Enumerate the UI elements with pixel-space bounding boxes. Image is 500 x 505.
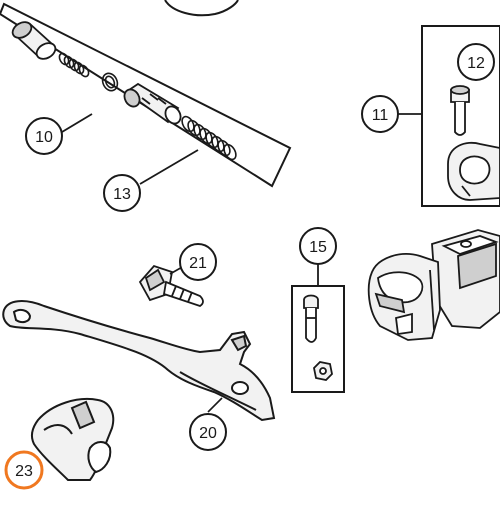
callout-label: 11 (372, 107, 389, 124)
callout-23-highlighted[interactable]: 23 (4, 450, 44, 490)
callout-10[interactable]: 10 (25, 117, 63, 155)
leader-13 (139, 149, 199, 185)
callout-label: 13 (113, 186, 131, 203)
leader-20 (207, 397, 223, 413)
callout-label: 20 (199, 425, 217, 442)
callout-label: 23 (15, 463, 33, 480)
callout-20[interactable]: 20 (189, 413, 227, 451)
clamp-half-part (447, 142, 500, 201)
pivot-nut-part (313, 361, 333, 381)
callout-label: 15 (309, 239, 327, 256)
pivot-screw-group (291, 264, 345, 393)
adjusting-screw-part (138, 264, 204, 307)
large-spring (181, 115, 237, 161)
circlip (101, 72, 119, 92)
pivot-screw-part (303, 294, 319, 343)
callout-label: 10 (35, 129, 53, 146)
callout-21[interactable]: 21 (179, 243, 217, 281)
callout-13[interactable]: 13 (103, 174, 141, 212)
piston (123, 82, 182, 125)
callout-label: 12 (467, 55, 485, 72)
upper-part-fragment (164, 0, 239, 17)
callout-11[interactable]: 11 (361, 95, 399, 133)
leader-10 (61, 113, 93, 133)
piston-kit-group (0, 2, 292, 188)
small-spring (58, 52, 90, 78)
clamp-screw-part (450, 85, 470, 136)
callout-label: 21 (189, 255, 207, 272)
callout-12[interactable]: 12 (457, 43, 495, 81)
callout-15[interactable]: 15 (299, 227, 337, 265)
master-cylinder-body (367, 229, 500, 341)
hand-lever-part (2, 300, 276, 422)
lever-guard-part (30, 398, 115, 481)
boot-cup (11, 21, 57, 60)
